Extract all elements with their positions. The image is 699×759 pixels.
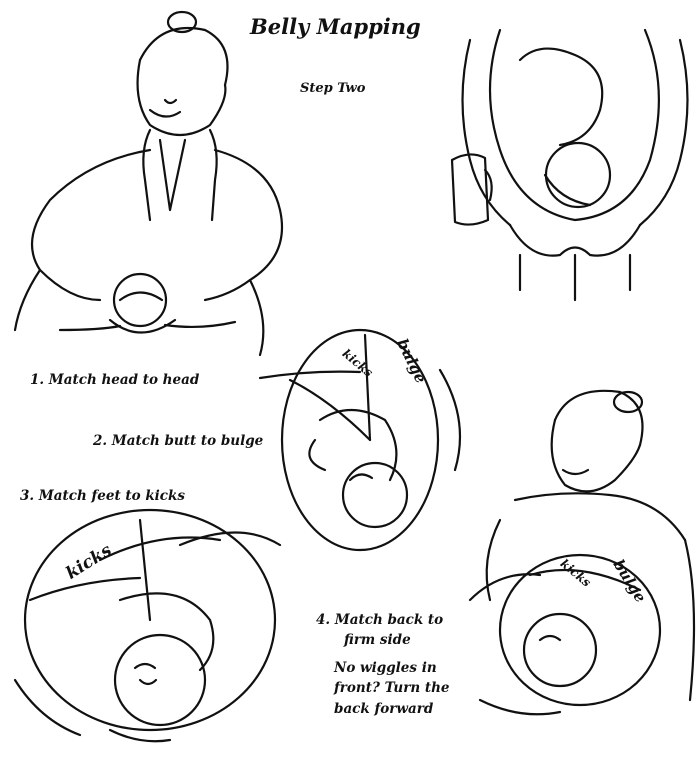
note-line-1: No wiggles in	[334, 660, 437, 676]
pelvis-womb-figure	[452, 30, 688, 300]
page-title: Belly Mapping	[250, 14, 421, 39]
step-3-label: 3. Match feet to kicks	[20, 488, 185, 504]
page-subtitle: Step Two	[300, 81, 365, 96]
note-line-2: front? Turn the	[334, 680, 449, 696]
woman-holding-doll-figure	[15, 12, 282, 355]
step-4-label-line1: 4. Match back to	[316, 612, 443, 628]
belly-circle-kicks-figure	[15, 510, 280, 741]
step-1-label: 1. Match head to head	[30, 372, 199, 388]
step-2-label: 2. Match butt to bulge	[93, 433, 263, 449]
note-line-3: back forward	[334, 701, 433, 717]
step-4-label-line2: firm side	[344, 632, 411, 648]
woman-belly-mapping-figure	[470, 391, 694, 714]
